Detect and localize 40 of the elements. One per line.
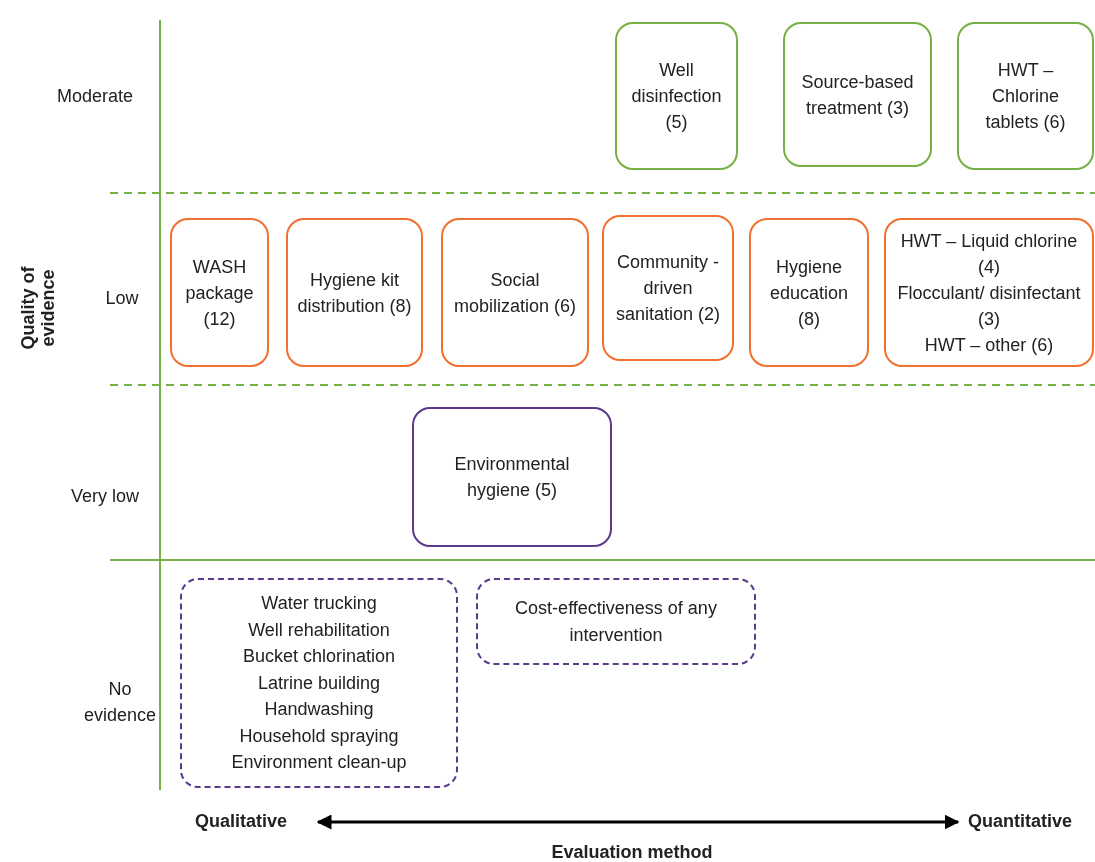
box-text: Well disinfection (5) (630, 59, 723, 134)
box-text: Water trucking (261, 592, 377, 616)
category-box (615, 22, 738, 170)
dashed-category-box (180, 578, 458, 788)
box-text: Cost-effectiveness of any intervention (514, 597, 718, 647)
axis-end-label: Qualitative (195, 811, 289, 832)
box-text: Well rehabilitation (248, 618, 390, 642)
box-text: Flocculant/ disinfectant (3) (896, 281, 1082, 331)
row-label: No evidence (82, 678, 158, 727)
category-box (602, 215, 734, 361)
category-box (749, 218, 869, 367)
box-text: HWT – other (6) (924, 333, 1054, 357)
category-box (170, 218, 269, 367)
dashed-category-box (476, 578, 756, 665)
box-text: Latrine building (257, 671, 381, 695)
axis-title: Quality of evidence (18, 265, 58, 352)
box-text: HWT – Liquid chlorine (4) (899, 229, 1079, 279)
axis-end-label: Quantitative (968, 811, 1074, 832)
box-text: Social mobilization (6) (452, 268, 577, 318)
category-box (783, 22, 932, 167)
row-label: Very low (70, 486, 140, 507)
box-text: Hygiene education (8) (768, 255, 850, 331)
category-box (441, 218, 589, 367)
row-label: Low (104, 288, 140, 309)
category-box (884, 218, 1094, 367)
box-text: WASH package (12) (184, 255, 255, 331)
box-text: Handwashing (264, 698, 374, 722)
box-text: Environment clean-up (231, 751, 407, 775)
box-text: Hygiene kit distribution (8) (296, 268, 413, 318)
category-box (412, 407, 612, 547)
box-text: Source-based treatment (3) (800, 70, 915, 120)
axis-title: Evaluation method (550, 842, 714, 862)
box-text: Household spraying (239, 724, 399, 748)
box-text: Community -driven sanitation (2) (614, 251, 722, 326)
box-text: Bucket chlorination (242, 645, 396, 669)
box-text: HWT – Chlorine tablets (6) (984, 59, 1067, 134)
box-text: Environmental hygiene (5) (453, 453, 571, 502)
category-box (957, 22, 1094, 170)
category-box (286, 218, 423, 367)
row-label: Moderate (55, 86, 134, 107)
